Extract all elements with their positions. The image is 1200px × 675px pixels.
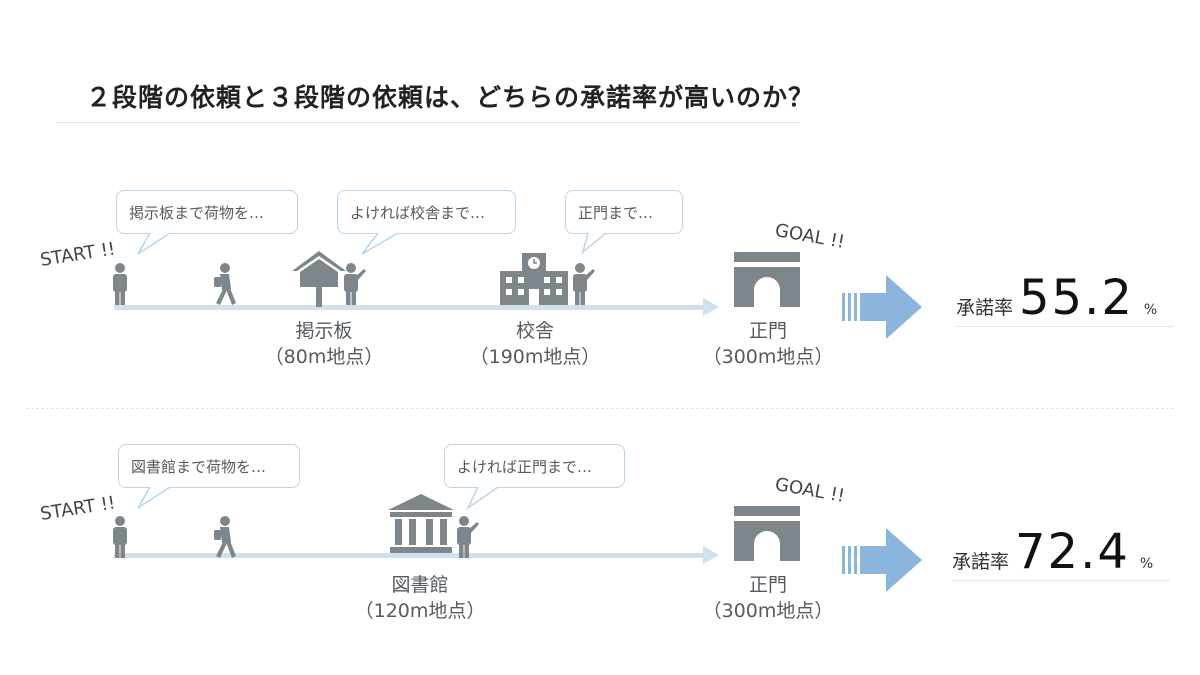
route-arrowhead — [703, 546, 719, 564]
result-label: 承諾率 — [956, 297, 1014, 319]
result-arrow-icon — [842, 528, 922, 592]
person-pointing-icon — [457, 516, 479, 558]
result-arrow-icon — [842, 275, 922, 339]
place-distance: （190m地点） — [469, 346, 601, 368]
speech-bubble-tail — [361, 231, 399, 255]
route-arrowhead — [703, 298, 719, 316]
route-line — [114, 553, 714, 558]
gate-icon — [734, 506, 800, 561]
result-unit: % — [1139, 556, 1154, 572]
scenario-three-step: 図書館まで荷物を… よければ正門まで… START !! GOAL !! 図書館… — [0, 248, 1200, 622]
speech-bubble-tail — [466, 485, 499, 511]
speech-bubble-tail — [581, 231, 607, 255]
result-label: 承諾率 — [952, 551, 1010, 573]
school-building-icon — [500, 253, 568, 305]
place-name: 校舎 — [515, 320, 554, 342]
place-distance: （300m地点） — [702, 346, 834, 368]
person-standing-icon — [113, 516, 127, 558]
speech-bubble-text: よければ校舎まで… — [350, 204, 486, 222]
route-line — [114, 305, 714, 310]
result-value: 55.2 — [1019, 270, 1134, 326]
speech-bubble-tail — [137, 231, 171, 255]
place-label: 図書館 （120m地点） — [335, 572, 505, 624]
section-divider — [26, 408, 1174, 409]
place-name: 正門 — [748, 320, 787, 342]
result-unit: % — [1143, 302, 1158, 318]
result-value: 72.4 — [1015, 524, 1130, 580]
place-distance: （300m地点） — [702, 600, 834, 622]
speech-bubble: 正門まで… — [565, 190, 683, 234]
speech-bubble-text: 図書館まで荷物を… — [131, 458, 267, 476]
place-distance: （80m地点） — [264, 346, 384, 368]
place-name: 掲示板 — [295, 320, 353, 342]
place-name: 正門 — [748, 574, 787, 596]
person-walking-icon — [214, 516, 236, 558]
place-distance: （120m地点） — [354, 600, 486, 622]
speech-bubble-text: よければ正門まで… — [457, 458, 593, 476]
place-label: 校舎 （190m地点） — [450, 318, 620, 370]
speech-bubble-tail — [137, 485, 171, 509]
library-icon — [388, 494, 454, 553]
title-underline — [56, 122, 800, 123]
place-label: 正門 （300m地点） — [683, 572, 853, 624]
speech-bubble: 図書館まで荷物を… — [118, 444, 300, 488]
place-label: 正門 （300m地点） — [683, 318, 853, 370]
scenario-two-step: 掲示板まで荷物を… よければ校舎まで… 正門まで… START !! GOAL … — [0, 0, 1200, 368]
speech-bubble: 掲示板まで荷物を… — [116, 190, 298, 234]
bulletin-board-icon — [292, 251, 346, 307]
speech-bubble: よければ正門まで… — [444, 444, 625, 488]
speech-bubble-text: 正門まで… — [578, 204, 654, 222]
place-label: 掲示板 （80m地点） — [239, 318, 409, 370]
speech-bubble-text: 掲示板まで荷物を… — [129, 204, 265, 222]
speech-bubble: よければ校舎まで… — [337, 190, 516, 234]
page-title: ２段階の依頼と３段階の依頼は、どちらの承諾率が高いのか？ — [86, 83, 815, 112]
place-name: 図書館 — [391, 574, 449, 596]
